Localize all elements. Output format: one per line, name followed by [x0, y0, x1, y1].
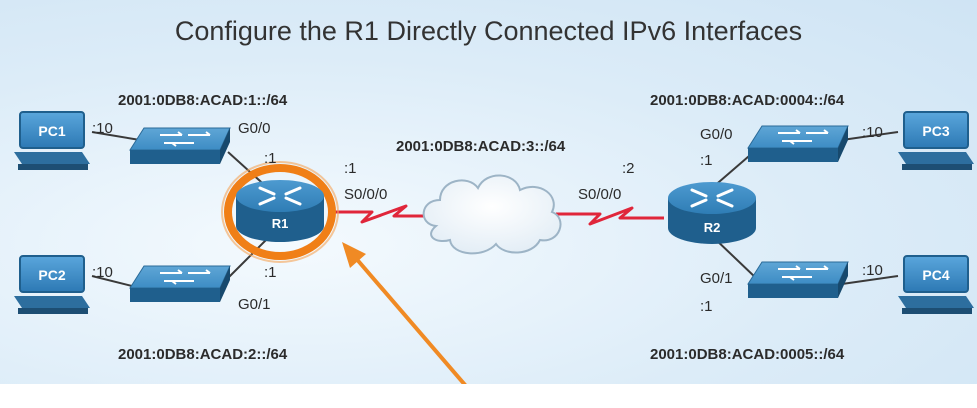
pointer-arrow [352, 254, 480, 402]
pc1-address: :10 [92, 120, 113, 137]
r2-g00-address: :1 [700, 152, 713, 169]
r1-g00-address: :1 [264, 150, 277, 167]
link-sw2-r1 [227, 235, 271, 279]
pointer-arrowhead [342, 242, 366, 268]
network-label-lan2: 2001:0DB8:ACAD:2::/64 [118, 346, 288, 363]
pc4-address: :10 [862, 262, 883, 279]
serial-link-cloud-r2 [556, 206, 664, 226]
r1-g00-label: G0/0 [238, 120, 271, 137]
pc3-label: PC3 [922, 123, 949, 139]
switch-icon-sw3 [747, 125, 849, 162]
network-label-wan: 2001:0DB8:ACAD:3::/64 [396, 138, 566, 155]
pc2-label: PC2 [38, 267, 65, 283]
r1-s000-label: S0/0/0 [344, 186, 388, 203]
pc4-label: PC4 [922, 267, 949, 283]
pc-icon-pc4: PC4 [898, 255, 974, 314]
switch-icon-sw2 [129, 265, 231, 302]
pc-icon-pc3: PC3 [898, 111, 974, 170]
r2-s000-address: :2 [622, 160, 635, 177]
network-label-lan5: 2001:0DB8:ACAD:0005::/64 [650, 346, 845, 363]
pc2-address: :10 [92, 264, 113, 281]
r2-g01-label: G0/1 [700, 270, 733, 287]
r1-g01-address: :1 [264, 264, 277, 281]
pc-icon-pc2: PC2 [14, 255, 90, 314]
r2-g01-address: :1 [700, 298, 713, 315]
r1-g01-label: G0/1 [238, 296, 271, 313]
diagram-title: Configure the R1 Directly Connected IPv6… [174, 16, 803, 46]
r2-label: R2 [704, 220, 721, 235]
link-sw3-pc3 [841, 131, 899, 141]
bottom-strip [0, 384, 977, 408]
serial-link-r1-cloud [332, 204, 432, 224]
link-pc1-sw1 [91, 131, 141, 141]
link-sw4-pc4 [841, 275, 899, 285]
r1-label: R1 [272, 216, 289, 231]
router-icon-r2: R2 [668, 182, 756, 244]
pc3-address: :10 [862, 124, 883, 141]
pc-icon-pc1: PC1 [14, 111, 90, 170]
router-icon-r1: R1 [221, 161, 339, 263]
r1-s000-address: :1 [344, 160, 357, 177]
pc1-label: PC1 [38, 123, 65, 139]
switch-icon-sw1 [129, 127, 231, 164]
r2-s000-label: S0/0/0 [578, 186, 622, 203]
r2-g00-label: G0/0 [700, 126, 733, 143]
network-label-lan1: 2001:0DB8:ACAD:1::/64 [118, 92, 288, 109]
network-label-lan4: 2001:0DB8:ACAD:0004::/64 [650, 92, 845, 109]
switch-icon-sw4 [747, 261, 849, 298]
